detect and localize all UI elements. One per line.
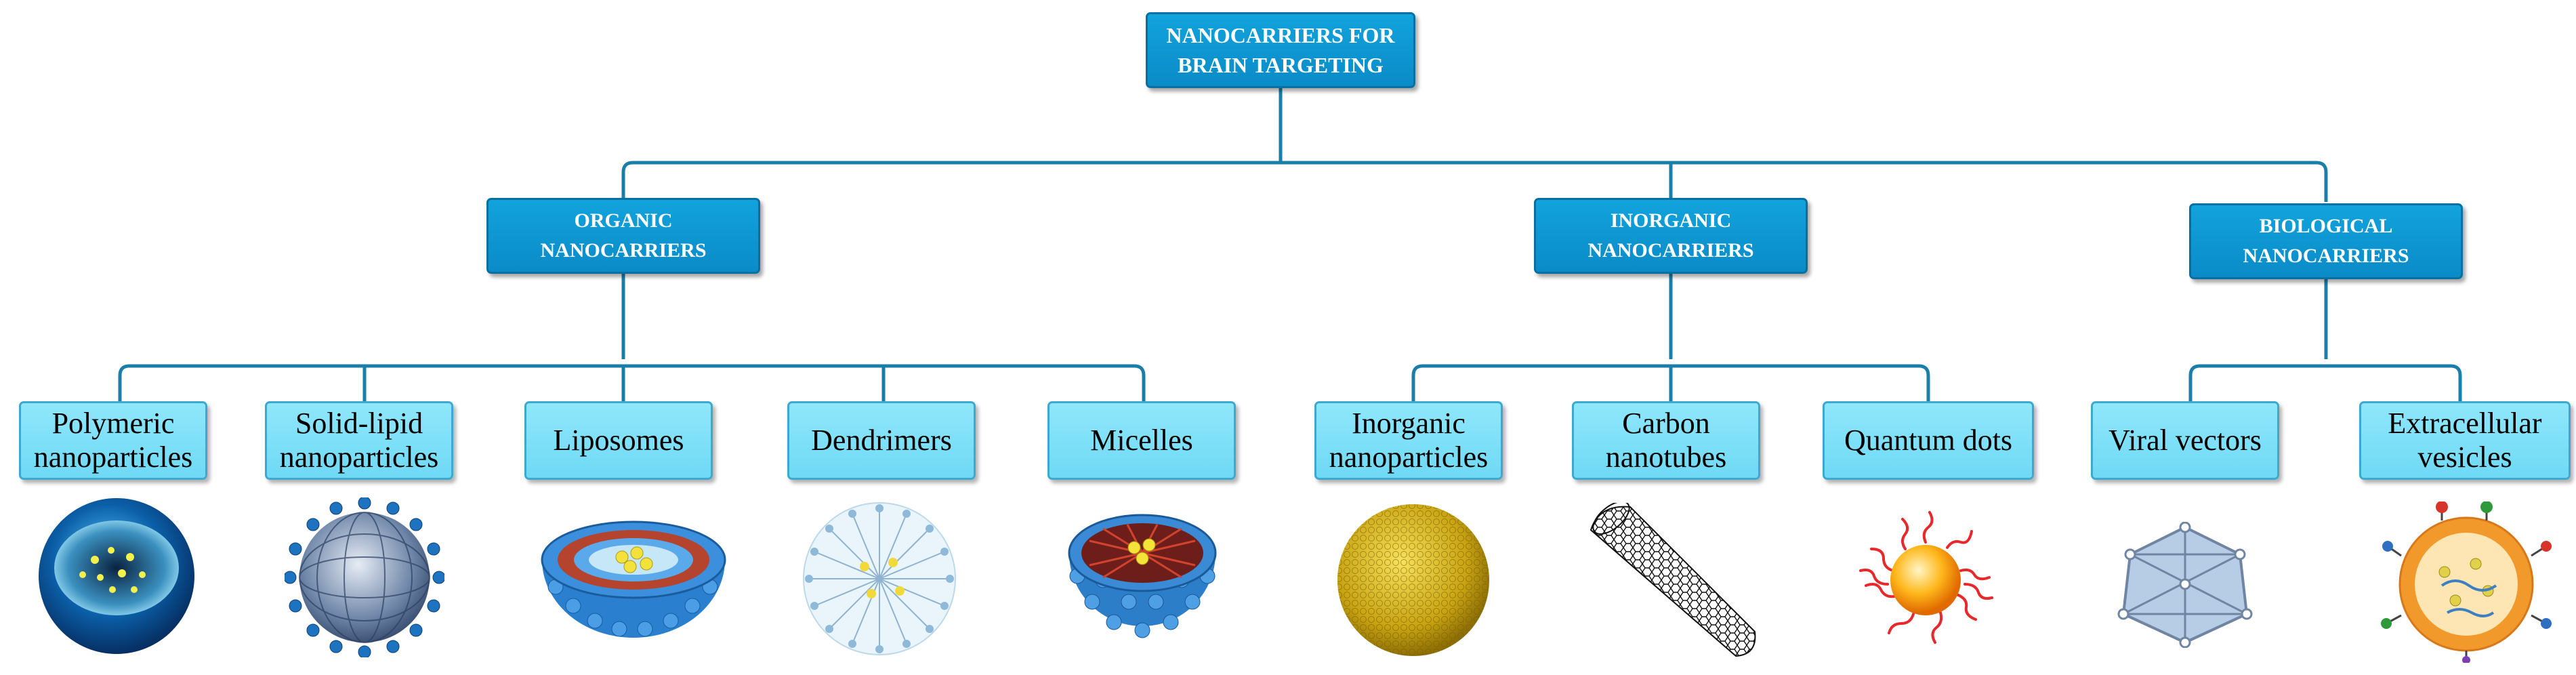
category-label-line2: NANOCARRIERS [2243,245,2409,267]
leaf-label-line2: nanoparticles [1329,441,1489,474]
leaf-label-line1: Liposomes [553,424,684,457]
leaf-label-line1: Micelles [1090,424,1193,457]
leaf-label-line2: vesicles [2417,441,2512,474]
category-label-line2: NANOCARRIERS [1587,239,1754,262]
viral-vector-icon [2117,522,2253,648]
inorganic-nanoparticle-icon [1337,504,1489,656]
solid-lipid-nanoparticle-icon [285,497,444,657]
leaf-label-line1: Extracellular [2388,407,2542,440]
root-title-line1: NANOCARRIERS FOR [1166,23,1395,47]
category-inorganic: INORGANIC NANOCARRIERS [1534,198,1808,274]
leaf-liposomes: Liposomes [524,401,713,480]
dendrimer-icon [803,502,956,655]
polymeric-nanoparticle-icon [39,498,194,654]
leaf-label-line1: Polymeric [51,407,175,440]
extracellular-vesicle-icon [2381,502,2552,663]
leaf-label-line2: nanoparticles [279,441,439,474]
leaf-label-line1: Solid-lipid [295,407,423,440]
leaf-label-line1: Dendrimers [811,424,952,457]
leaf-label-line1: Quantum dots [1844,424,2013,457]
category-organic: ORGANIC NANOCARRIERS [486,198,760,274]
leaf-label-line1: Inorganic [1352,407,1466,440]
micelle-icon [1068,514,1217,638]
leaf-dendrimers: Dendrimers [787,401,976,480]
leaf-label-line1: Carbon [1622,407,1710,440]
leaf-label-line1: Viral vectors [2108,424,2262,457]
quantum-dot-icon [1859,511,1993,644]
category-label-line1: INORGANIC [1610,209,1732,232]
leaf-label-line2: nanoparticles [33,441,193,474]
category-label-line1: ORGANIC [574,209,673,232]
liposome-icon [541,520,726,638]
leaf-viral-vectors: Viral vectors [2091,401,2279,480]
root-title-line2: BRAIN TARGETING [1178,53,1384,77]
root-node-nanocarriers: NANOCARRIERS FOR BRAIN TARGETING [1146,12,1415,88]
leaf-label-line2: nanotubes [1605,441,1727,474]
leaf-quantum-dots: Quantum dots [1823,401,2034,480]
category-label-line1: BIOLOGICAL [2259,215,2393,237]
leaf-micelles: Micelles [1047,401,1236,480]
carbon-nanotube-icon [1590,503,1756,657]
category-biological: BIOLOGICAL NANOCARRIERS [2189,203,2463,279]
category-label-line2: NANOCARRIERS [540,239,707,262]
